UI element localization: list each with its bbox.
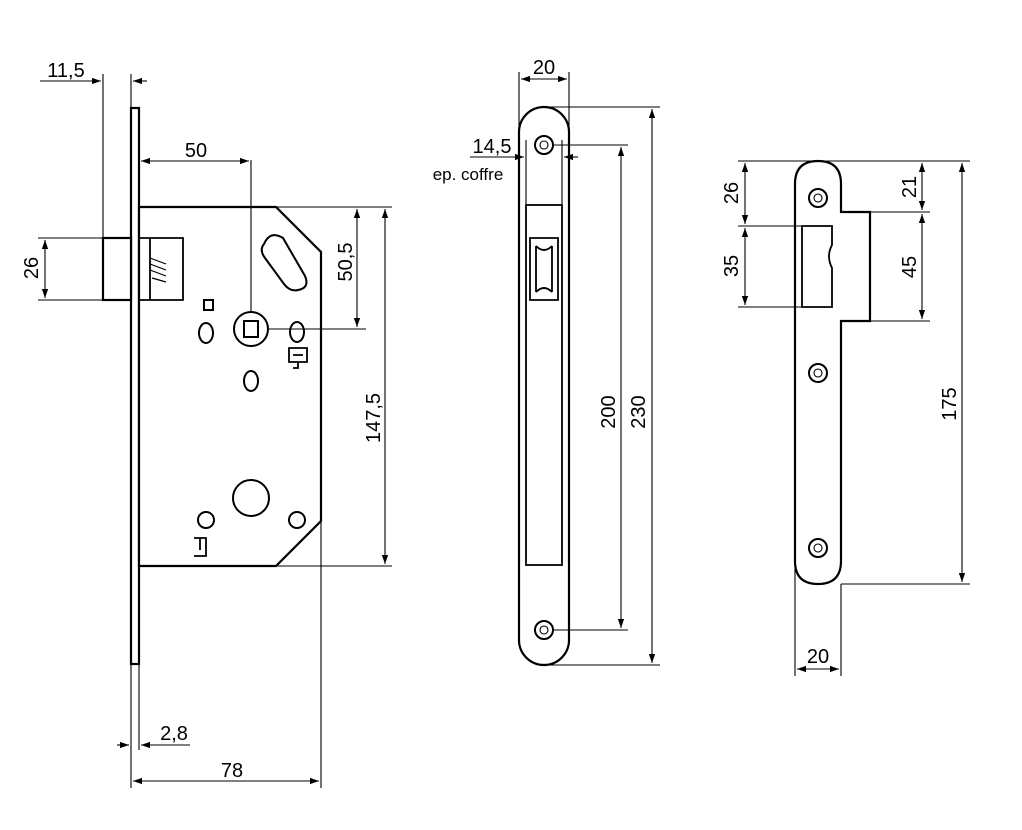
screw-hole-left (197, 511, 215, 529)
dim-26-latch: 26 (21, 237, 103, 301)
dim-label-147-5: 147,5 (363, 393, 385, 443)
dim-20-strike: 20 (794, 561, 842, 676)
small-square-mark (203, 299, 214, 311)
dim-label-14-5: 14,5 (473, 136, 512, 158)
oval-hole-left (198, 322, 214, 344)
faceplate-view: 20 14,5 ep. coffre 200 230 (433, 57, 660, 667)
faceplate-latch-opening (529, 237, 559, 301)
dim-78: 78 (133, 521, 322, 788)
latch-internal (139, 237, 184, 301)
faceplate-screw-top (534, 135, 554, 155)
dim-label-11-5: 11,5 (47, 60, 84, 82)
oval-hole-right (289, 321, 305, 343)
dim-11-5: 11,5 (40, 60, 147, 238)
dim-label-20-faceplate: 20 (533, 57, 555, 79)
dim-label-50-5: 50,5 (335, 243, 357, 282)
screw-hole-right (288, 511, 306, 529)
spindle-square (243, 320, 259, 338)
case-slot (260, 234, 308, 292)
lock-body-view: 11,5 26 50 50,5 147,5 (21, 60, 392, 788)
dim-26-strike: 26 (721, 160, 818, 227)
clip-mark-right (288, 347, 308, 369)
dim-label-50: 50 (185, 140, 207, 162)
strike-screw-top (808, 188, 828, 208)
faceplate-screw-bottom (534, 620, 554, 640)
lock-faceplate (129, 106, 141, 666)
dim-2-8: 2,8 (117, 664, 190, 788)
dim-200: 200 (553, 144, 628, 631)
dim-50-5: 50,5 (268, 206, 392, 330)
strike-plate-outline (793, 159, 872, 586)
dim-label-78: 78 (221, 760, 243, 782)
strike-screw-bottom-inner (813, 543, 823, 553)
cylinder-hole (232, 479, 270, 517)
dim-label-200: 200 (598, 395, 620, 428)
strike-plate-view: 26 35 21 45 175 (721, 159, 970, 676)
latch-bolt (101, 236, 133, 302)
strike-screw-top-inner (813, 193, 823, 203)
faceplate-outline (517, 105, 571, 667)
dim-147-5: 147,5 (276, 209, 392, 567)
dim-label-35: 35 (721, 255, 743, 277)
oval-hole-mid (243, 370, 259, 392)
dim-label-26-latch: 26 (21, 257, 43, 279)
dim-note-ep-coffre: ep. coffre (433, 165, 504, 184)
dim-230: 230 (545, 106, 660, 666)
strike-screw-bottom (808, 538, 828, 558)
dim-175: 175 (841, 160, 970, 585)
strike-screw-mid (808, 363, 828, 383)
latch-spring (149, 257, 167, 283)
dim-21: 21 (818, 160, 930, 213)
dim-label-230: 230 (628, 395, 650, 428)
faceplate-inner-case (525, 204, 563, 566)
dim-45: 45 (870, 214, 930, 322)
faceplate-screw-top-inner (539, 140, 549, 150)
dim-label-2-8: 2,8 (160, 723, 188, 745)
strike-screw-mid-inner (813, 368, 823, 378)
dim-20-faceplate: 20 (518, 57, 570, 130)
faceplate-screw-bottom-inner (539, 625, 549, 635)
dim-14-5: 14,5 ep. coffre (433, 136, 578, 205)
dim-50: 50 (141, 140, 252, 312)
dim-label-45: 45 (899, 256, 921, 278)
strike-latch-opening (801, 225, 833, 308)
dim-label-21: 21 (899, 176, 921, 198)
dim-35: 35 (721, 228, 802, 308)
dim-label-20-strike: 20 (807, 646, 829, 668)
clip-mark-bottom (194, 537, 207, 557)
dim-label-26-strike: 26 (721, 182, 743, 204)
dim-label-175: 175 (939, 387, 961, 420)
